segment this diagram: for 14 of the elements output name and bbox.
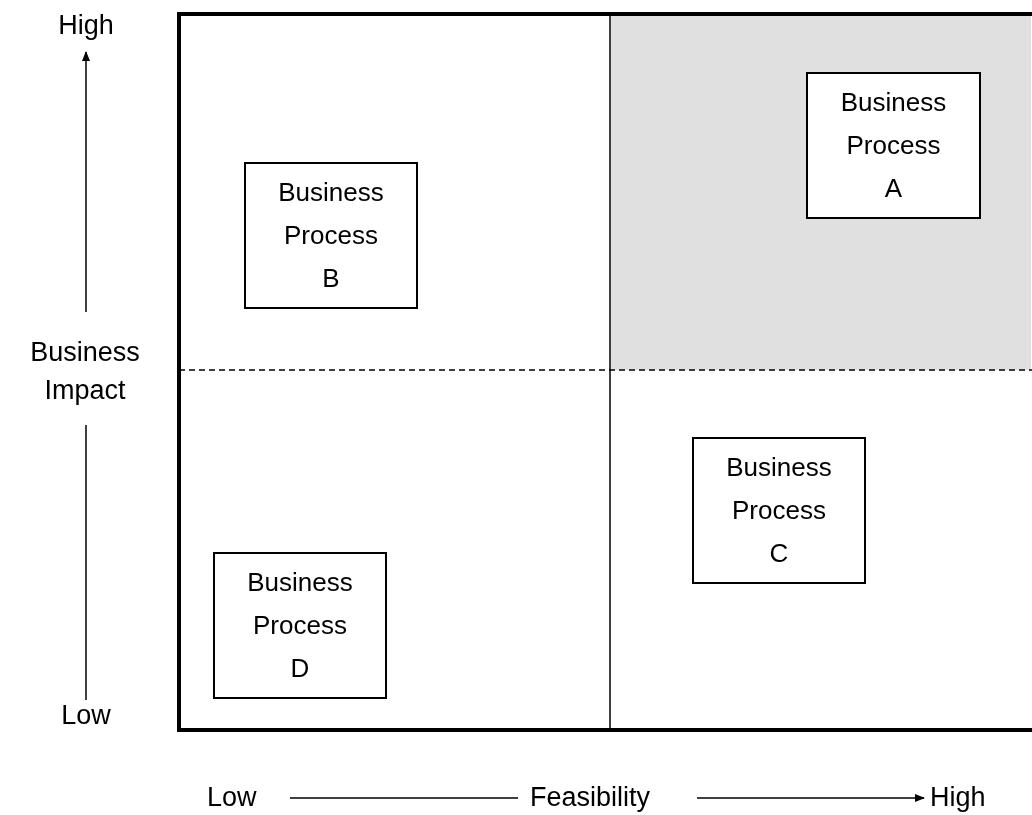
process-box [213,552,387,699]
axis-title: Business Impact [29,336,141,407]
axis-end-label: High [57,10,115,41]
process-label: Business Process B [277,176,385,295]
axis-end-label: High [930,782,986,813]
process-box [244,162,418,309]
axis-end-label: Low [60,700,112,731]
process-label: Business Process A [839,86,948,205]
process-label: Business Process D [246,566,354,685]
axis-title: Feasibility [530,782,651,813]
axis-end-label: Low [207,782,257,813]
process-box [692,437,866,584]
process-label: Business Process C [725,451,833,570]
process-box [806,72,981,219]
